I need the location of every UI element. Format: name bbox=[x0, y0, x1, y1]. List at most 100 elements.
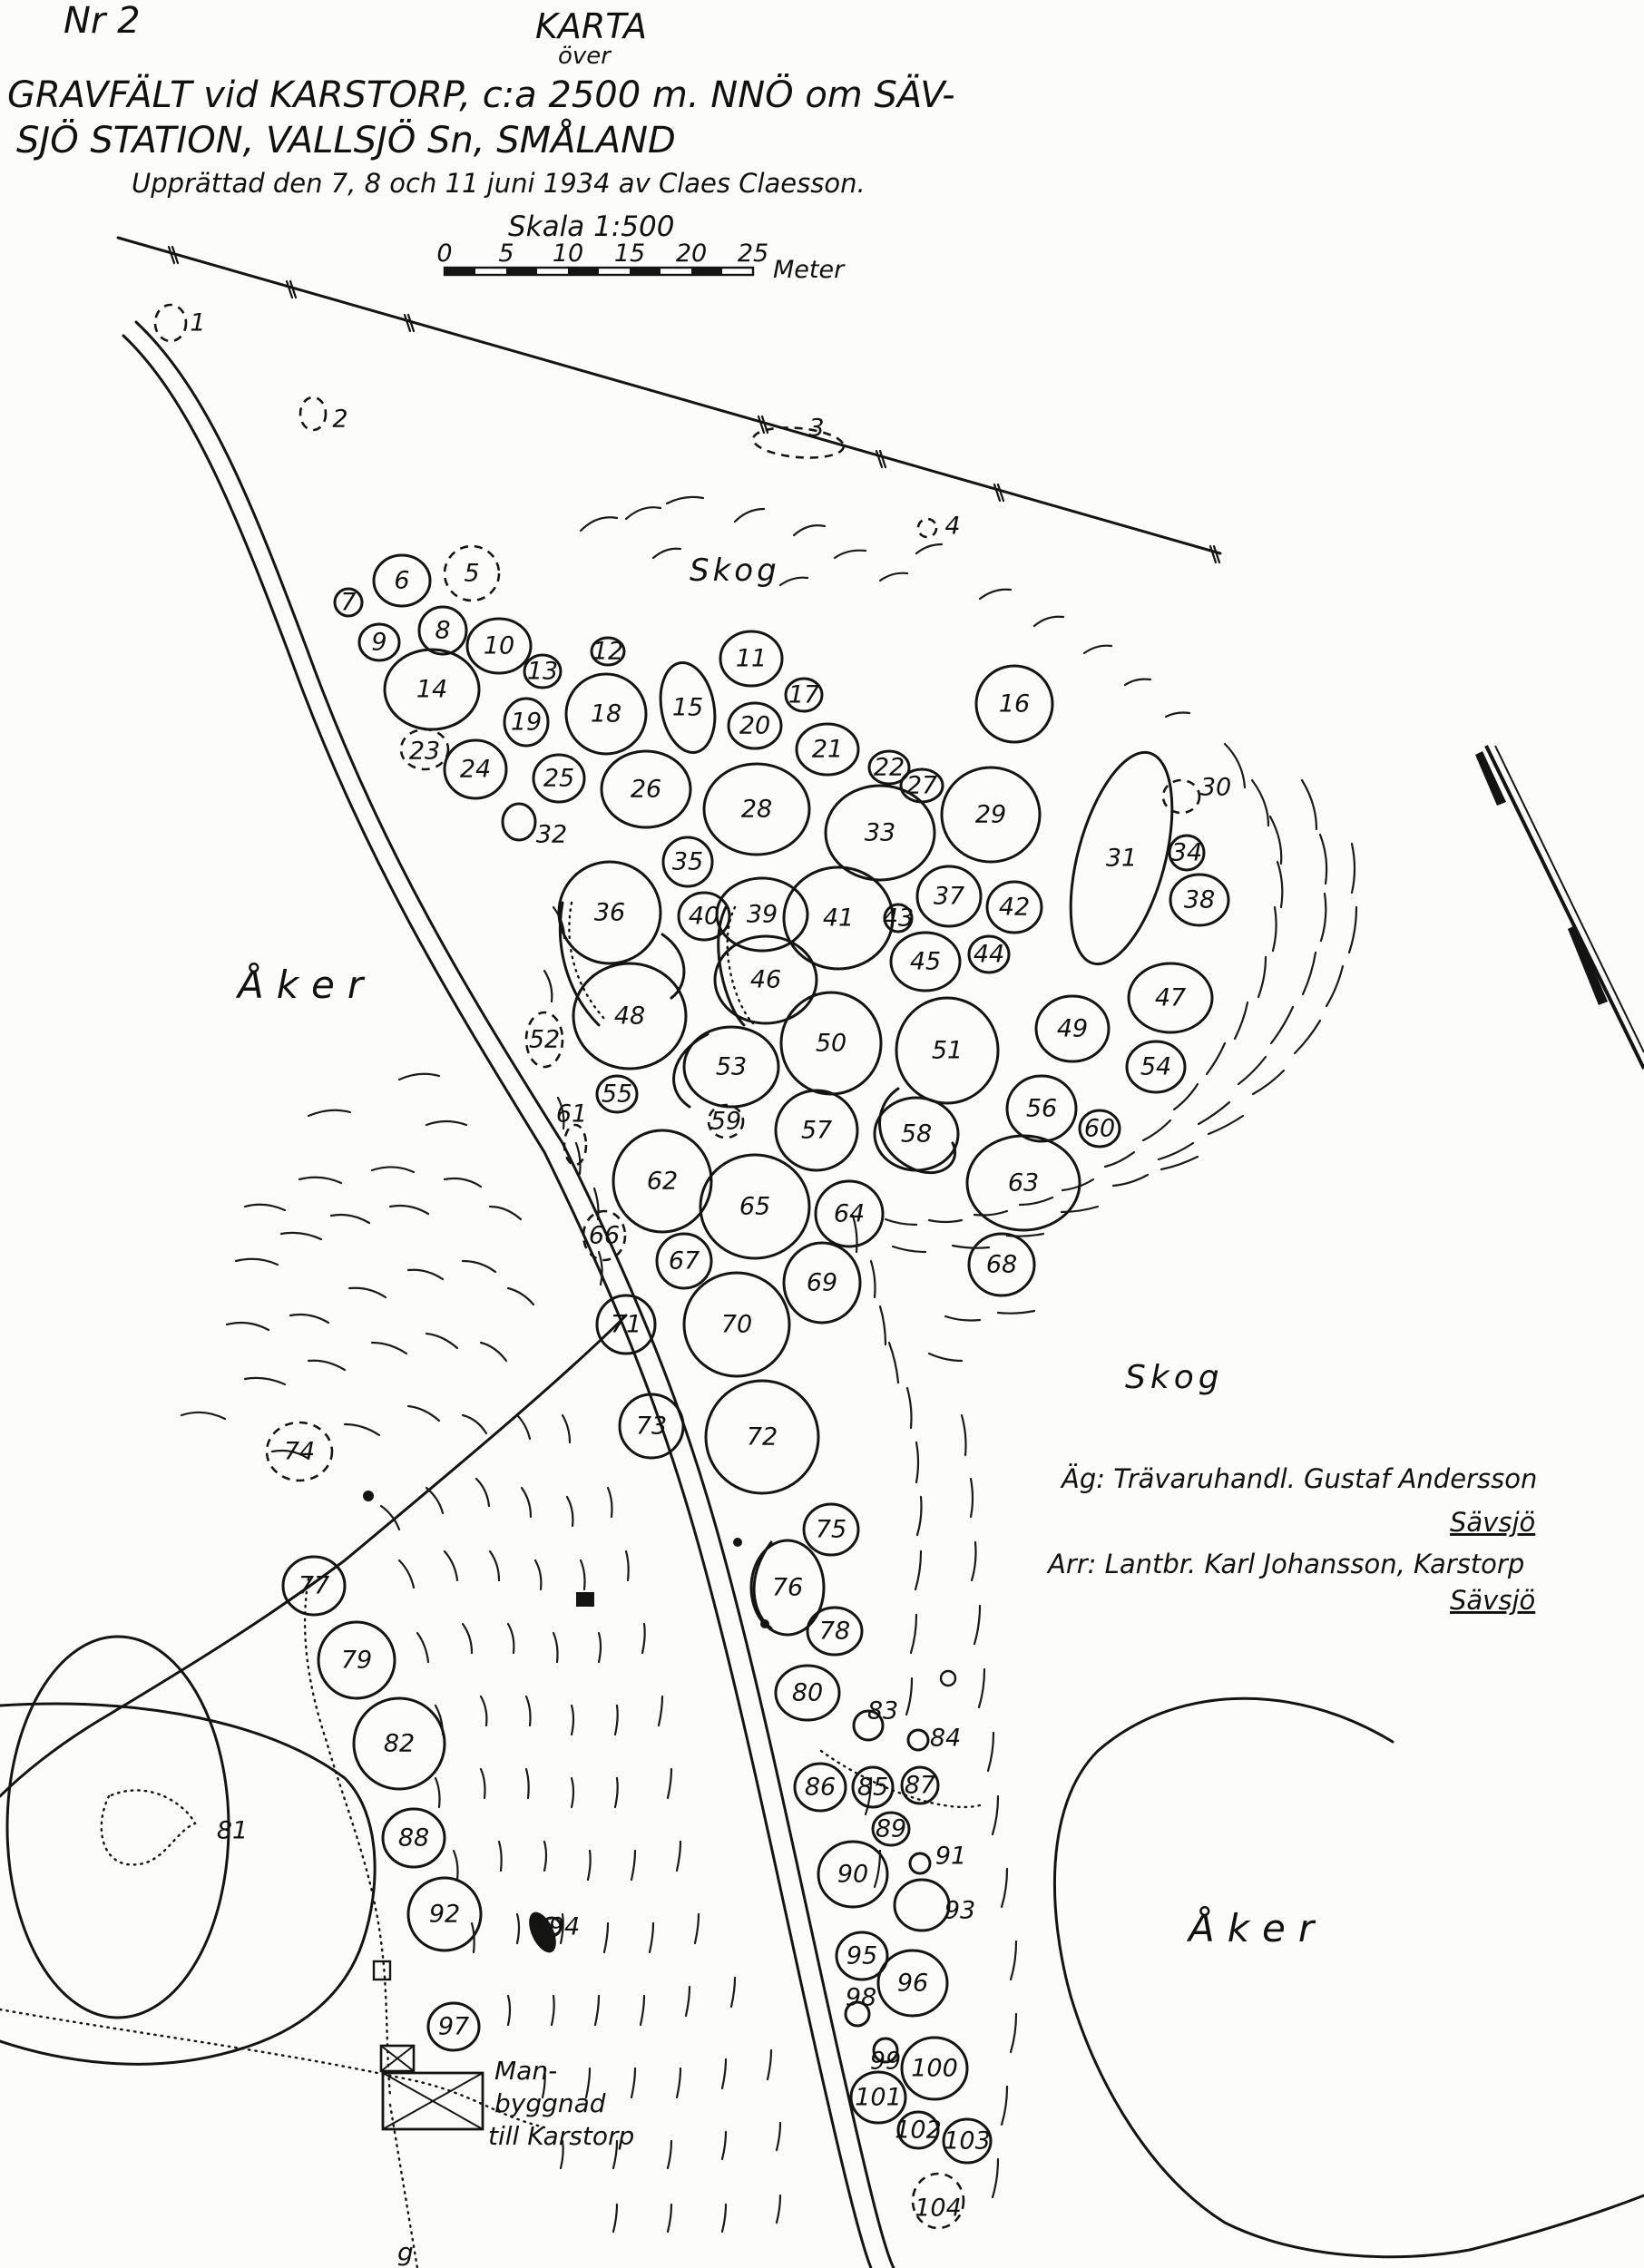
mound-57: 57 bbox=[774, 1089, 859, 1172]
mound-28: 28 bbox=[702, 762, 811, 856]
mound-number-101: 101 bbox=[855, 2084, 902, 2112]
scale-tick-5: 5 bbox=[498, 240, 514, 268]
mound-59: 59 bbox=[707, 1103, 745, 1139]
mound-number-11: 11 bbox=[736, 645, 767, 673]
mound-75: 75 bbox=[802, 1502, 860, 1557]
mound-number-43: 43 bbox=[883, 904, 914, 933]
mound-42: 42 bbox=[985, 880, 1043, 934]
mound-number-14: 14 bbox=[416, 676, 447, 704]
mound-outline-51 bbox=[895, 996, 1000, 1105]
mound-number-45: 45 bbox=[910, 948, 941, 976]
mound-number-25: 25 bbox=[543, 765, 574, 793]
mound-outline-47 bbox=[1127, 962, 1214, 1034]
mound-88: 88 bbox=[381, 1807, 446, 1869]
mound-outline-74 bbox=[265, 1421, 334, 1482]
mound-number-97: 97 bbox=[438, 2013, 469, 2041]
area-labels: Skog Skog Åker Åker bbox=[235, 552, 1314, 1950]
mound-number-81: 81 bbox=[217, 1817, 248, 1845]
mound-11: 11 bbox=[719, 630, 784, 688]
mound-number-31: 31 bbox=[1106, 845, 1137, 873]
fence-line bbox=[116, 236, 1222, 564]
mound-5: 5 bbox=[443, 544, 501, 602]
mound-87: 87 bbox=[900, 1765, 940, 1805]
mound-outline-29 bbox=[940, 766, 1042, 864]
mound-103: 103 bbox=[942, 2117, 993, 2165]
mound-10: 10 bbox=[465, 617, 533, 675]
mound-number-28: 28 bbox=[741, 796, 772, 824]
mound-97: 97 bbox=[426, 2001, 481, 2052]
mound-outline-72 bbox=[704, 1379, 820, 1495]
mound-number-10: 10 bbox=[484, 632, 514, 660]
mound-number-73: 73 bbox=[636, 1413, 667, 1441]
mound-71: 71 bbox=[595, 1294, 657, 1355]
mound-number-32: 32 bbox=[536, 821, 567, 849]
mound-number-83: 83 bbox=[867, 1697, 898, 1725]
mound-outline-79 bbox=[317, 1620, 396, 1700]
mound-outline-20 bbox=[727, 701, 783, 750]
mound-40: 40 bbox=[677, 891, 731, 942]
mound-93: 93 bbox=[893, 1878, 975, 1932]
mound-outline-54 bbox=[1125, 1040, 1187, 1094]
mound-outline-63 bbox=[965, 1134, 1081, 1232]
mound-85: 85 bbox=[851, 1765, 895, 1809]
mound-outline-34 bbox=[1168, 834, 1206, 872]
mound-outline-49 bbox=[1034, 994, 1111, 1063]
mound-number-74: 74 bbox=[284, 1438, 315, 1466]
mound-number-42: 42 bbox=[999, 894, 1030, 922]
mound-outline-91 bbox=[908, 1852, 932, 1875]
mound-73: 73 bbox=[618, 1393, 685, 1460]
mound-outline-87 bbox=[900, 1765, 940, 1805]
mound-outline-18 bbox=[564, 672, 648, 756]
mound-outline-82 bbox=[352, 1696, 446, 1791]
mound-55: 55 bbox=[595, 1074, 639, 1114]
mound-number-68: 68 bbox=[986, 1251, 1017, 1279]
mound-outline-100 bbox=[900, 2036, 969, 2101]
mound-61: 61 bbox=[556, 1100, 588, 1167]
mound-68: 68 bbox=[967, 1232, 1036, 1297]
mound-number-57: 57 bbox=[801, 1117, 832, 1145]
mound-outline-88 bbox=[381, 1807, 446, 1869]
mound-number-84: 84 bbox=[930, 1725, 961, 1753]
mound-number-77: 77 bbox=[298, 1572, 329, 1600]
mound-number-36: 36 bbox=[594, 899, 625, 927]
mound-outline-77 bbox=[281, 1555, 347, 1617]
mound-outline-52 bbox=[524, 1011, 564, 1069]
mound-outline-16 bbox=[974, 664, 1054, 744]
mound-number-91: 91 bbox=[935, 1843, 966, 1871]
mound-number-21: 21 bbox=[812, 736, 843, 764]
mound-outline-45 bbox=[889, 931, 962, 992]
mound-outline-39 bbox=[715, 876, 809, 953]
mound-number-16: 16 bbox=[999, 690, 1030, 719]
mound-64: 64 bbox=[814, 1179, 885, 1248]
scale-tick-15: 15 bbox=[614, 240, 645, 268]
mound-outline-103 bbox=[942, 2117, 993, 2165]
map-title-over: över bbox=[558, 43, 612, 70]
sheet-number: Nr 2 bbox=[64, 0, 141, 42]
mound-number-44: 44 bbox=[974, 941, 1004, 969]
mound-46: 46 bbox=[713, 934, 818, 1025]
mound-outline-86 bbox=[793, 1762, 847, 1813]
mound-80: 80 bbox=[774, 1664, 841, 1722]
mound-number-51: 51 bbox=[932, 1037, 963, 1065]
mound-22: 22 bbox=[867, 749, 911, 786]
mound-outline-33 bbox=[824, 784, 936, 882]
mound-48: 48 bbox=[572, 962, 688, 1070]
stone-markers bbox=[363, 1491, 957, 1953]
mound-outline-15 bbox=[659, 661, 717, 754]
mound-70: 70 bbox=[682, 1271, 791, 1378]
mound-outline-66 bbox=[582, 1209, 627, 1262]
owner-place: Sävsjö bbox=[1450, 1507, 1535, 1538]
mound-96: 96 bbox=[876, 1949, 949, 2018]
mound-25: 25 bbox=[532, 753, 586, 804]
mound-outline-95 bbox=[835, 1931, 889, 1981]
mound-19: 19 bbox=[503, 697, 550, 748]
north-arrow bbox=[1475, 745, 1644, 1070]
mound-number-40: 40 bbox=[689, 903, 719, 931]
mound-54: 54 bbox=[1125, 1040, 1187, 1094]
mound-number-82: 82 bbox=[384, 1730, 415, 1758]
road bbox=[122, 320, 895, 2268]
owner-info: Äg: Trävaruhandl. Gustaf Andersson Sävsj… bbox=[1046, 1463, 1537, 1616]
mound-14: 14 bbox=[383, 648, 481, 731]
map-subtitle-line1: GRAVFÄLT vid KARSTORP, c:a 2500 m. NNÖ o… bbox=[7, 73, 955, 116]
